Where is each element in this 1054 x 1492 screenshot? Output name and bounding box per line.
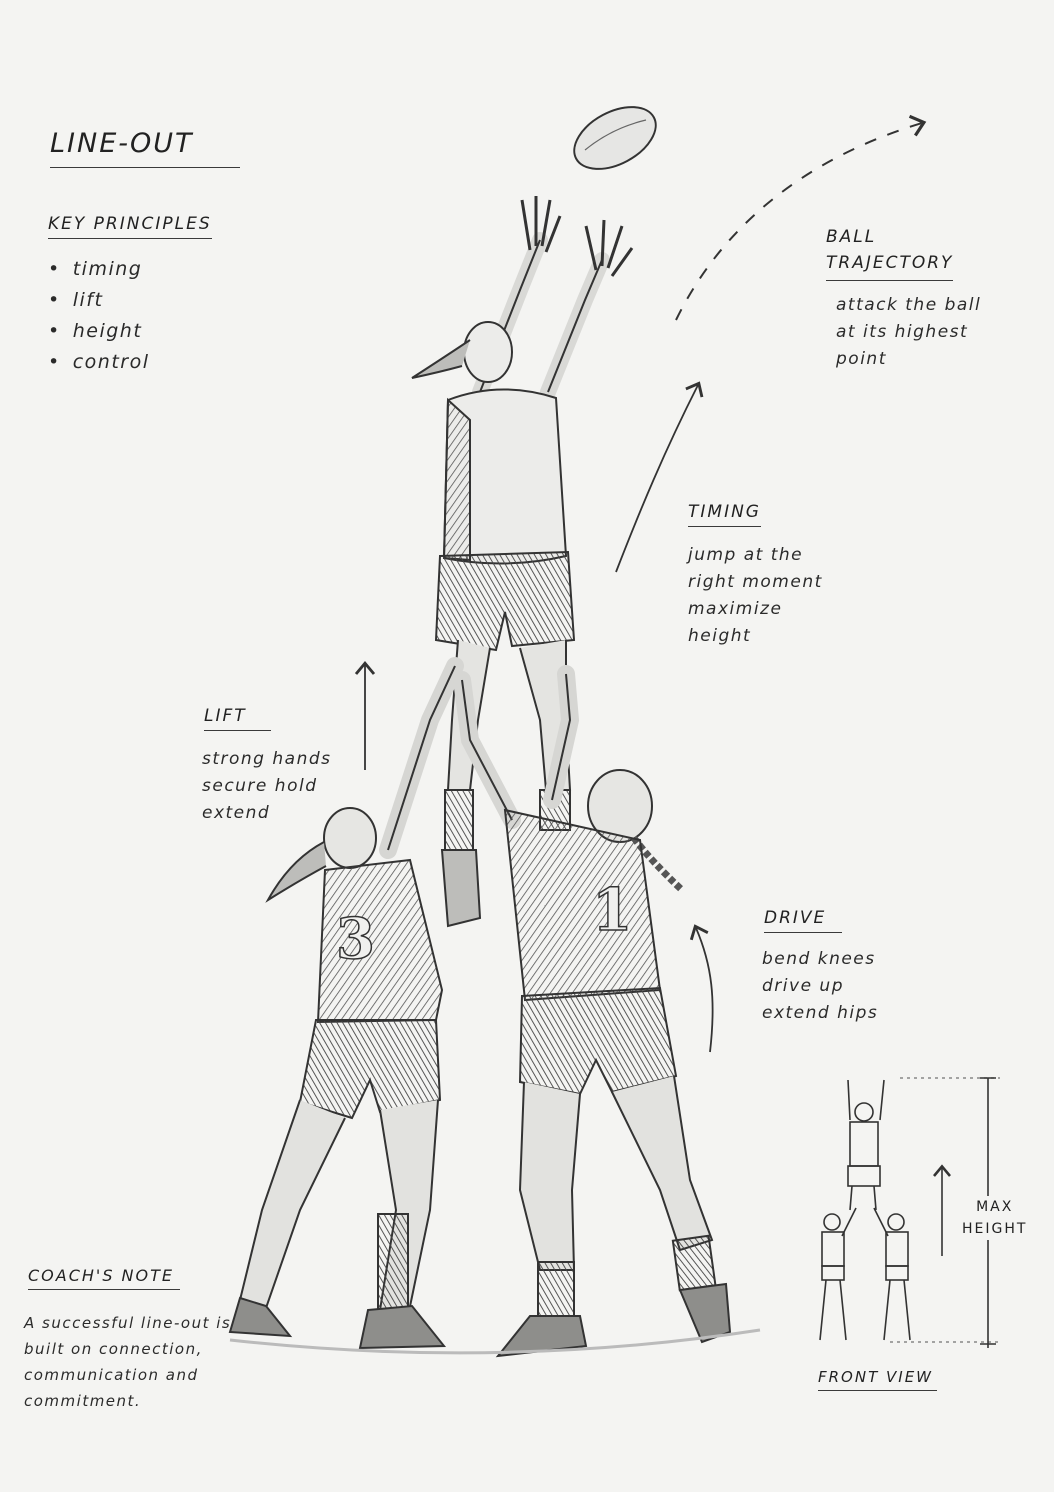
key-principles-list: timing lift height control [48,254,150,378]
lift-notes: strong hands secure hold extend [202,746,332,827]
timing-heading: TIMING [688,502,761,527]
key-principle-item: lift [48,285,150,316]
rugby-ball [573,106,657,170]
lifter-left-figure: 3 [228,657,464,1350]
note-line: bend knees [762,949,876,969]
note-line: drive up [762,976,844,996]
note-line: communication and [24,1366,199,1384]
key-principle-item: timing [48,254,150,285]
note-line: maximize [688,599,783,619]
front-view-label: FRONT VIEW [818,1368,938,1391]
key-principle-item: control [48,347,150,378]
drive-notes: bend knees drive up extend hips [762,946,878,1027]
note-line: commitment. [24,1392,142,1410]
note-line: built on connection, [24,1340,203,1358]
drive-arrow [689,924,714,1053]
note-line: extend hips [762,1003,879,1023]
max-height-label: MAX HEIGHT [962,1196,1028,1240]
note-line: A successful line-out is [24,1314,232,1332]
jersey-number-right: 1 [592,876,632,944]
page-title: LINE-OUT [50,128,240,168]
note-line: secure hold [202,776,318,796]
coach-note-text: A successful line-out is built on connec… [24,1310,231,1414]
note-line: height [688,626,752,646]
note-line: at its highest [836,322,969,342]
note-line: strong hands [202,749,332,769]
lift-heading: LIFT [204,706,271,731]
note-line: jump at the [688,545,804,565]
ball-trajectory-arrow [675,114,927,321]
drive-heading: DRIVE [764,908,843,933]
key-principles-heading: KEY PRINCIPLES [48,214,212,239]
jersey-number-left: 3 [336,906,375,972]
note-line: attack the ball [836,295,982,315]
note-line: extend [202,803,271,823]
key-principle-item: height [48,316,150,347]
coach-note-heading: COACH'S NOTE [28,1266,180,1290]
timing-arrow [615,381,704,573]
lifter-right-figure: 1 [453,665,732,1358]
front-view-diagram [819,1077,1000,1348]
ball-trajectory-heading: BALL TRAJECTORY [826,224,954,281]
note-line: point [836,349,887,369]
timing-notes: jump at the right moment maximize height [688,542,823,650]
ball-trajectory-notes: attack the ball at its highest point [836,292,981,373]
note-line: right moment [688,572,823,592]
